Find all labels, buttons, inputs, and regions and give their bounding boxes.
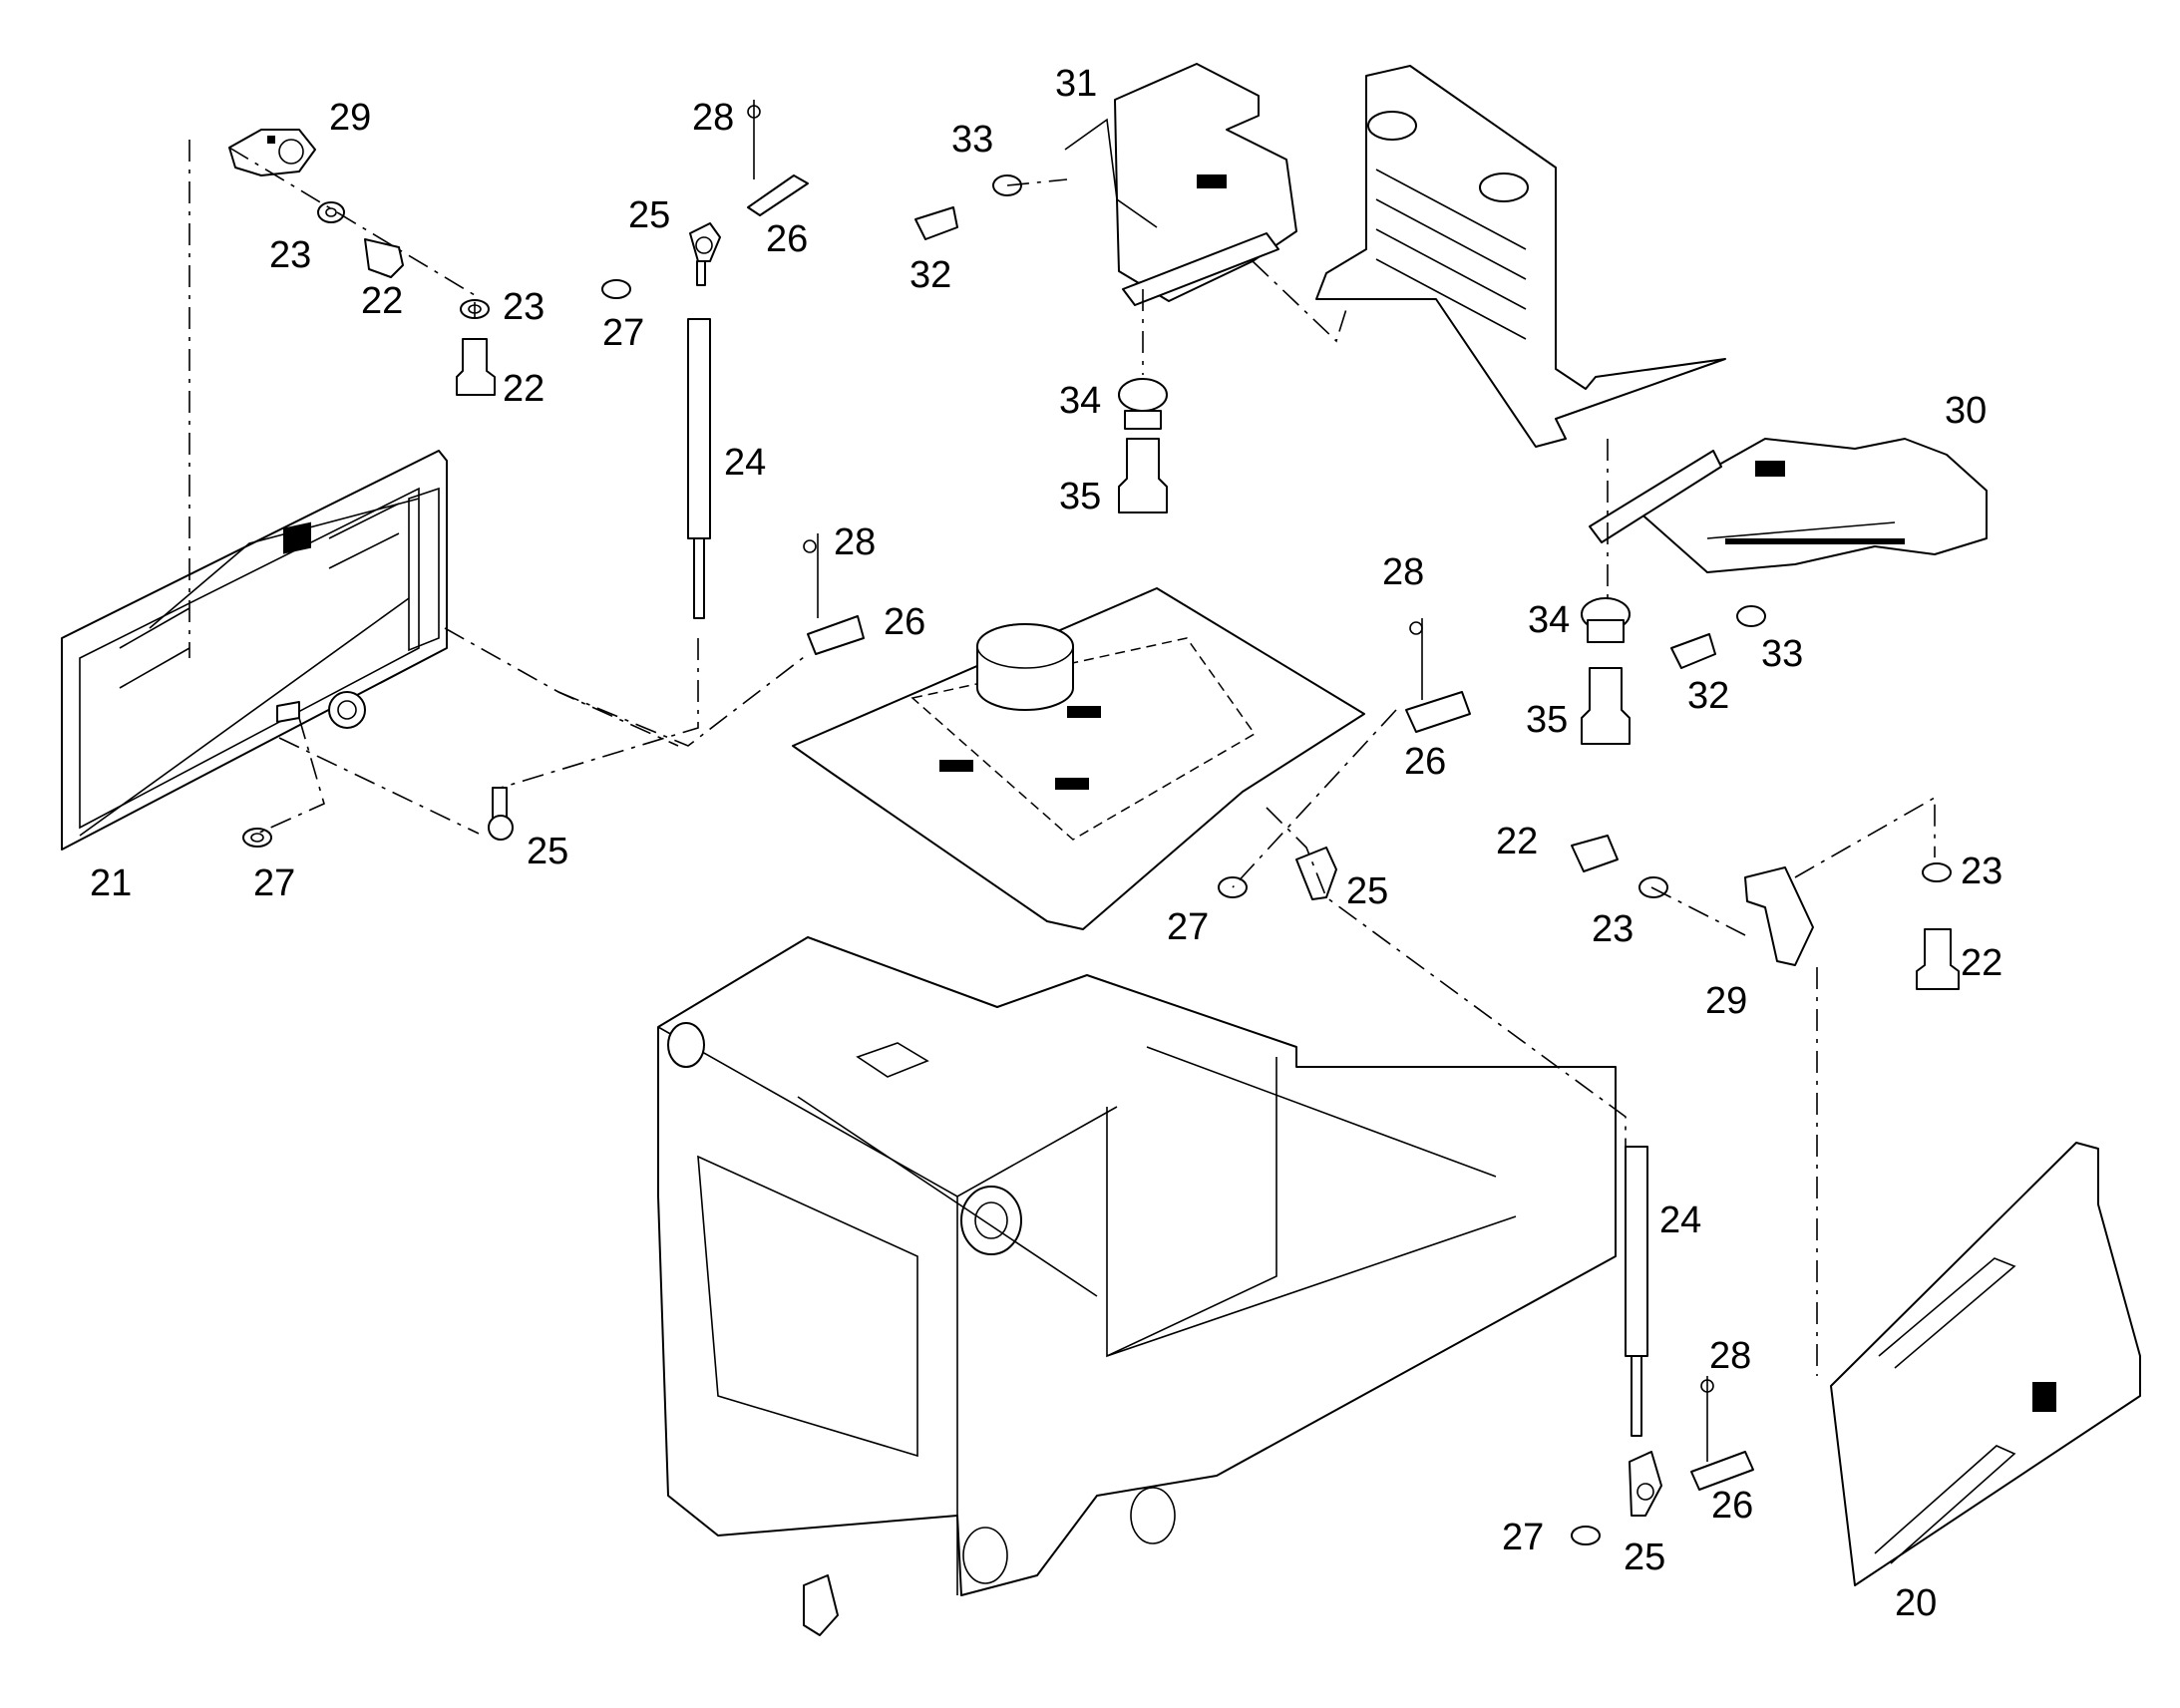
right-hinge-set [1571,835,1960,990]
left-side-panel [61,450,448,851]
left-hinge-bracket [228,129,316,176]
callout-35: 35 [1526,699,1568,741]
callout-28: 28 [692,97,734,139]
callout-29: 29 [329,97,371,139]
callout-35: 35 [1059,476,1101,517]
callout-27: 27 [1167,906,1209,948]
left-gas-strut [601,100,809,619]
callout-29: 29 [1705,980,1747,1022]
callout-26: 26 [1404,741,1446,783]
center-floor-plate [792,587,1365,930]
callout-30: 30 [1945,390,1987,432]
callout-32: 32 [909,254,951,296]
right-mount-plate-30 [1589,438,1988,573]
callout-28: 28 [834,521,876,563]
callout-25: 25 [1624,1537,1665,1578]
callout-25: 25 [628,194,670,236]
left-panel-vent [283,521,311,554]
callout-23: 23 [503,286,545,328]
callout-34: 34 [1528,599,1570,641]
main-chassis-frame [657,936,1617,1636]
callout-27: 27 [1502,1517,1544,1558]
callout-23: 23 [269,234,311,276]
leader-lines [188,140,1936,1376]
right-gas-strut [1571,1146,1754,1545]
callout-22: 22 [1961,942,2002,984]
callout-32: 32 [1687,675,1729,717]
callout-27: 27 [253,862,295,904]
left-washers-bolts [242,201,496,848]
callout-33: 33 [1761,633,1803,675]
callout-20: 20 [1895,1582,1937,1624]
callout-25: 25 [1346,870,1388,912]
callout-26: 26 [884,601,925,643]
callout-28: 28 [1709,1335,1751,1377]
callout-31: 31 [1055,63,1097,105]
upper-mount-plate-31 [1064,63,1297,306]
callout-21: 21 [90,862,132,904]
upper-right-bracket [1315,65,1726,448]
left-panel-latch [328,691,366,729]
right-side-panel [1830,1142,2141,1586]
callout-33: 33 [951,119,993,161]
callout-22: 22 [361,280,403,322]
callout-22: 22 [1496,821,1538,862]
callout-23: 23 [1592,908,1634,950]
callout-23: 23 [1961,851,2002,892]
callout-26: 26 [1711,1485,1753,1527]
callout-25: 25 [527,831,568,872]
callout-24: 24 [724,442,766,484]
callout-24: 24 [1659,1199,1701,1241]
callout-27: 27 [602,312,644,354]
right-mount-fasteners [1581,597,1766,745]
callout-34: 34 [1059,380,1101,422]
callout-labels: 21 27 23 22 23 22 29 28 25 26 27 24 28 2… [90,63,2002,1624]
callout-26: 26 [766,218,808,260]
left-lower-rod-end [488,533,865,841]
callout-22: 22 [503,368,545,410]
upper-fasteners-left [914,174,1168,513]
callout-28: 28 [1382,551,1424,593]
